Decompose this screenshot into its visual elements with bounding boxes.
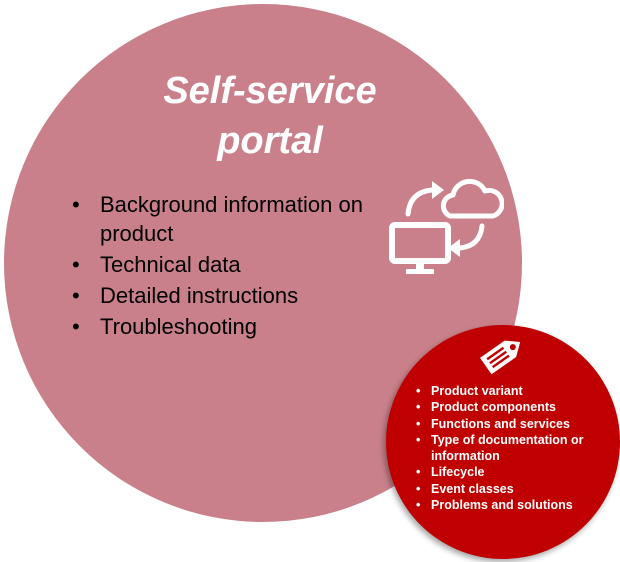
metadata-item: Event classes: [416, 481, 616, 498]
metadata-item: Problems and solutions: [416, 497, 616, 514]
portal-title-line-2: portal: [217, 120, 323, 162]
metadata-item: Product variant: [416, 383, 616, 400]
portal-title-line-1: Self-service: [163, 70, 377, 112]
portal-feature-list: Background information on product Techni…: [72, 190, 372, 343]
metadata-item: Functions and services: [416, 416, 616, 433]
portal-feature-item: Detailed instructions: [72, 281, 372, 310]
portal-feature-item: Technical data: [72, 250, 372, 279]
cloud-monitor-sync-icon: [389, 178, 504, 274]
portal-feature-item: Background information on product: [72, 190, 372, 248]
metadata-list: Product variant Product components Funct…: [416, 383, 616, 514]
portal-feature-item: Troubleshooting: [72, 312, 372, 341]
portal-title: Self-service portal: [95, 66, 445, 166]
metadata-item: Lifecycle: [416, 464, 616, 481]
metadata-item: Product components: [416, 399, 616, 416]
metadata-item: Type of documentation or information: [416, 432, 616, 465]
price-tag-icon: [480, 340, 521, 375]
